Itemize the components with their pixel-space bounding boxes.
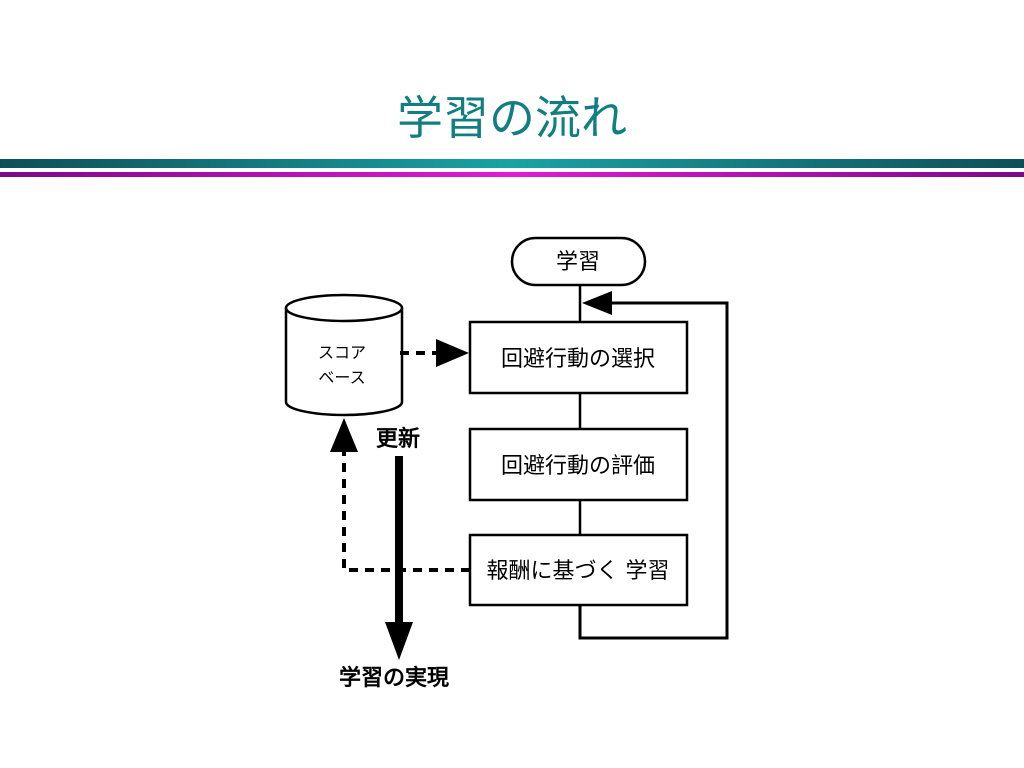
- read-score-arrowhead: [436, 339, 469, 367]
- slide-title: 学習の流れ: [397, 91, 627, 145]
- step-label-select: 回避行動の選択: [501, 347, 655, 372]
- start-node: 学習: [510, 236, 647, 287]
- update-label: 更新: [376, 426, 420, 452]
- step-box-select: 回避行動の選択: [468, 320, 689, 395]
- outcome-arrowhead: [385, 622, 413, 660]
- database-label-line2: ベース: [318, 368, 365, 387]
- step-label-learn: 報酬に基づく 学習: [487, 559, 670, 584]
- title-rule-magenta: [0, 172, 1024, 177]
- database-label-line1: スコア: [318, 343, 366, 362]
- start-node-label: 学習: [556, 250, 600, 275]
- step-box-evaluate: 回避行動の評価: [468, 427, 689, 502]
- title-rule-teal: [0, 159, 1024, 168]
- outcome-label: 学習の実現: [339, 665, 449, 691]
- update-dashed-line: [342, 450, 470, 572]
- loop-back-arrowhead: [582, 291, 612, 315]
- step-box-learn: 報酬に基づく 学習: [468, 533, 689, 607]
- step-label-evaluate: 回避行動の評価: [501, 454, 655, 479]
- score-database: スコア ベース: [284, 293, 404, 417]
- loop-back-line: [578, 301, 729, 640]
- update-arrowhead: [330, 418, 358, 452]
